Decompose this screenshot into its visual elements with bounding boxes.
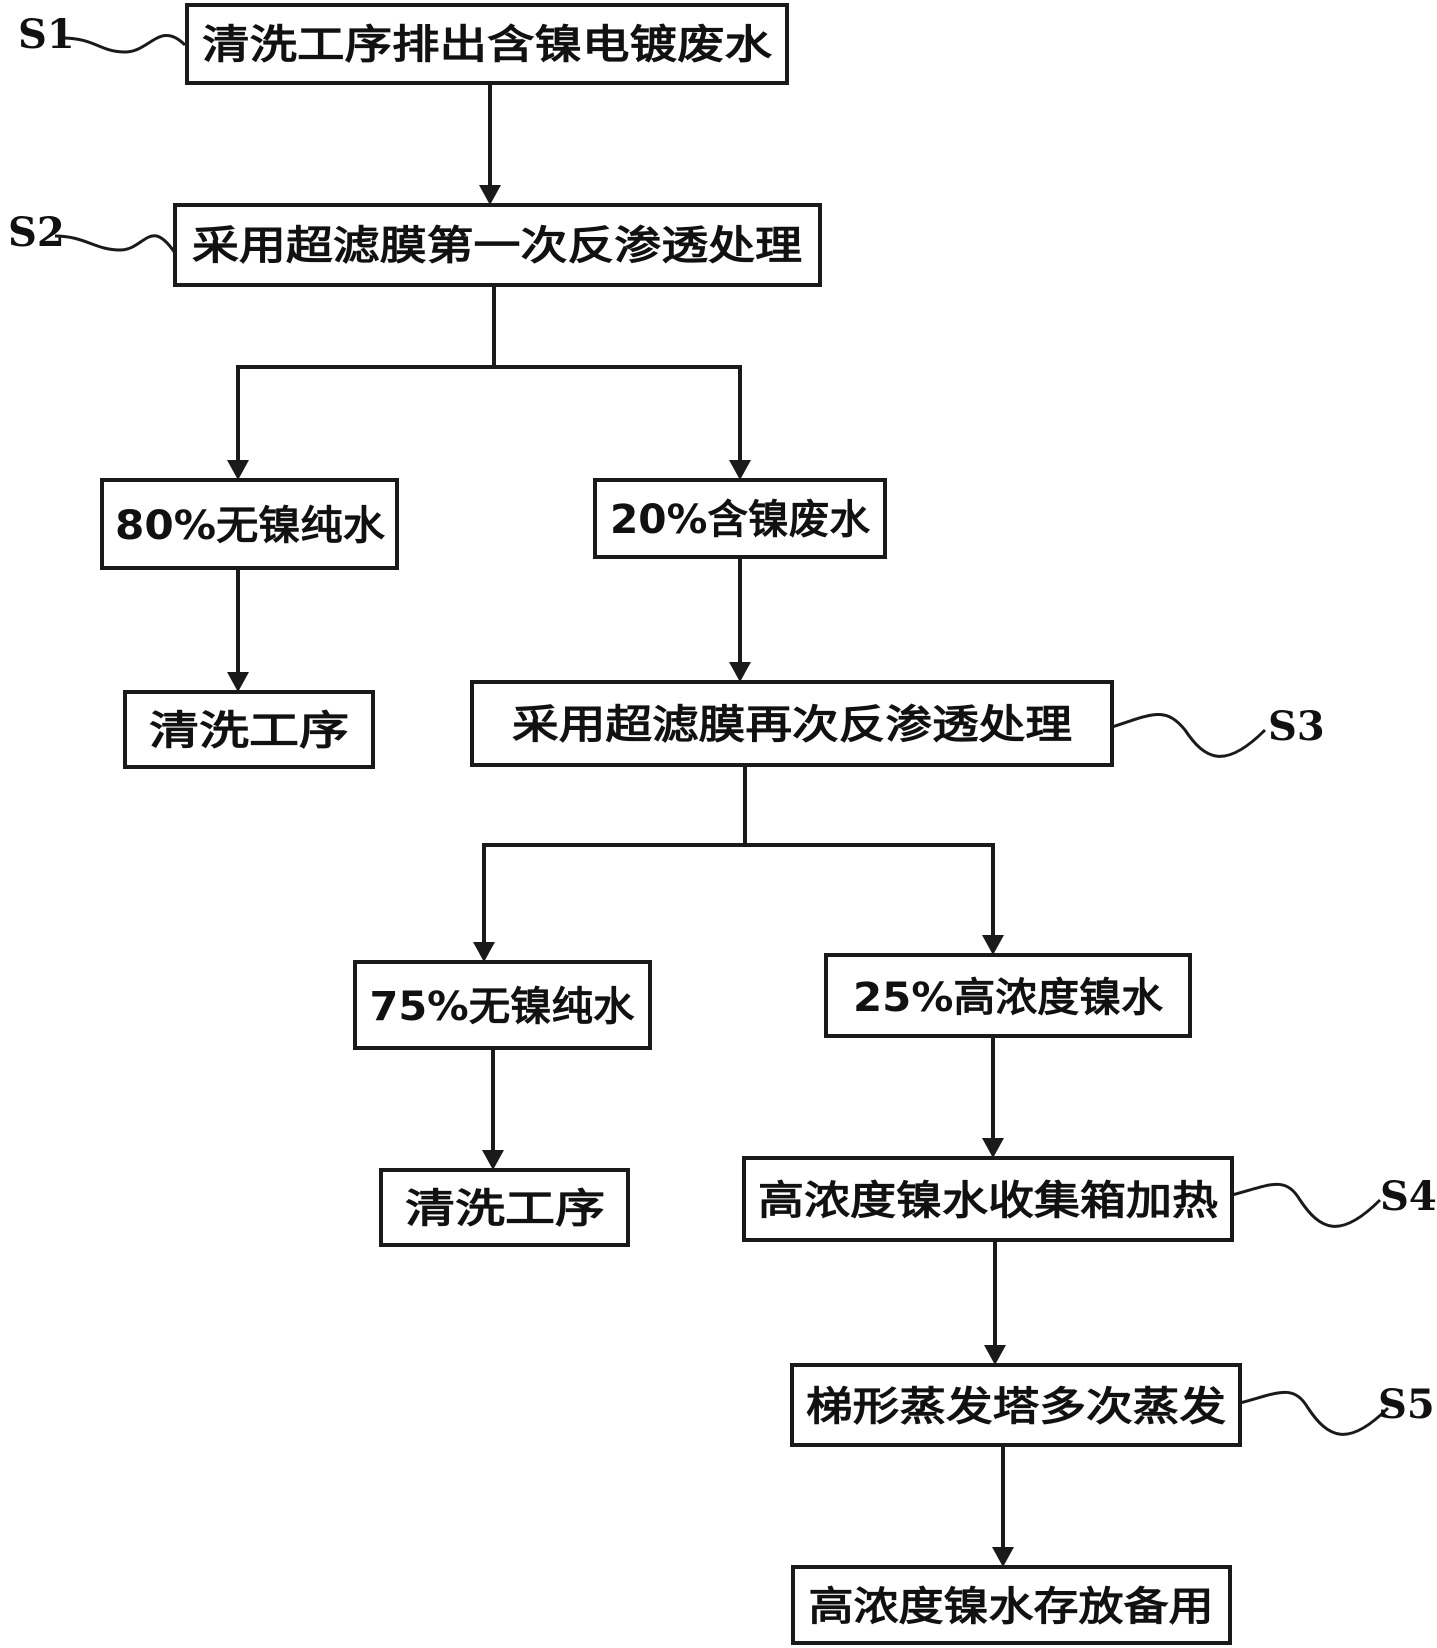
box-nickel-waste-20-label: 20%含镍废水 [610, 497, 871, 543]
step-label-s4: S4 [1380, 1173, 1437, 1220]
s2-leader-line [54, 234, 177, 254]
box-pure-water-75-label: 75%无镍纯水 [370, 984, 636, 1030]
arrowhead-s3 [729, 662, 751, 682]
box-cleaning-1: 清洗工序 [123, 690, 375, 769]
box-discharge: 清洗工序排出含镍电镀废水 [185, 3, 789, 85]
arrowhead-s4 [982, 1138, 1004, 1158]
box-heating-label: 高浓度镍水收集箱加热 [758, 1178, 1218, 1224]
arrowhead-cleaning-1 [227, 672, 249, 692]
box-second-ro: 采用超滤膜再次反渗透处理 [470, 680, 1114, 767]
box-pure-water-80-label: 80%无镍纯水 [115, 503, 386, 549]
box-pure-water-75: 75%无镍纯水 [353, 960, 652, 1050]
box-evaporation: 梯形蒸发塔多次蒸发 [790, 1363, 1242, 1447]
step-label-s5: S5 [1378, 1381, 1435, 1428]
box-evaporation-label: 梯形蒸发塔多次蒸发 [806, 1384, 1226, 1430]
connector-s3-to-high25 [745, 843, 995, 945]
step-labels: S1 S2 S3 S4 S5 [8, 11, 1437, 1428]
step-label-s1: S1 [18, 11, 75, 58]
arrowhead-s2 [479, 185, 501, 205]
s1-leader-line [61, 33, 187, 54]
box-second-ro-label: 采用超滤膜再次反渗透处理 [512, 702, 1072, 748]
box-high-conc-25-label: 25%高浓度镍水 [853, 975, 1164, 1021]
box-discharge-label: 清洗工序排出含镍电镀废水 [202, 22, 773, 68]
box-first-ro-label: 采用超滤膜第一次反渗透处理 [192, 223, 802, 269]
arrowhead-pure75 [473, 942, 495, 962]
arrowhead-pure80 [227, 460, 249, 480]
box-heating: 高浓度镍水收集箱加热 [742, 1156, 1234, 1242]
box-high-conc-25: 25%高浓度镍水 [824, 953, 1192, 1038]
arrowhead-high25 [982, 935, 1004, 955]
box-storage: 高浓度镍水存放备用 [791, 1565, 1232, 1645]
s3-leader-line [1111, 713, 1267, 758]
s4-leader-line [1231, 1182, 1382, 1228]
step-label-s3: S3 [1268, 703, 1325, 750]
arrowhead-storage [992, 1547, 1014, 1567]
connectors [227, 83, 1014, 1567]
s5-leader-line [1239, 1390, 1390, 1436]
arrowhead-waste20 [729, 460, 751, 480]
box-nickel-waste-20: 20%含镍废水 [593, 478, 887, 559]
box-first-ro: 采用超滤膜第一次反渗透处理 [173, 203, 822, 287]
connector-s2-to-waste20 [494, 365, 742, 470]
connector-s3-to-pure75 [482, 765, 747, 952]
arrowhead-cleaning-2 [482, 1150, 504, 1170]
box-cleaning-2-label: 清洗工序 [405, 1186, 605, 1232]
box-cleaning-1-label: 清洗工序 [149, 708, 349, 754]
box-pure-water-80: 80%无镍纯水 [100, 478, 399, 570]
step-label-s2: S2 [8, 209, 65, 256]
box-cleaning-2: 清洗工序 [379, 1168, 630, 1247]
connector-s2-to-pure80 [236, 285, 496, 470]
arrowhead-s5 [984, 1345, 1006, 1365]
step-leaders [54, 33, 1390, 1436]
box-storage-label: 高浓度镍水存放备用 [809, 1584, 1214, 1630]
